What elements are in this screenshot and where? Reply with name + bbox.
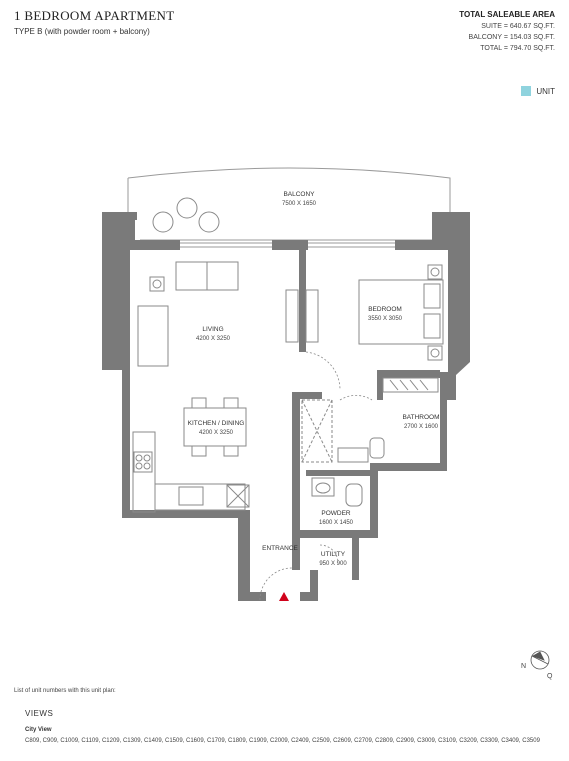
balcony-label: BALCONY: [283, 191, 315, 198]
bedroom-label: BEDROOM: [368, 306, 402, 313]
kitchen-label: KITCHEN / DINING: [188, 420, 245, 427]
powder-label: POWDER: [321, 510, 351, 517]
legend-swatch: [521, 86, 532, 96]
units-note: List of unit numbers with this unit plan…: [14, 688, 116, 694]
area-total: TOTAL = 794.70 SQ.FT.: [480, 45, 555, 52]
utility-label: UTILITY: [321, 551, 346, 558]
balcony-furniture: [152, 197, 220, 233]
compass-icon: [530, 650, 550, 670]
compass-n-label: N: [521, 663, 526, 670]
powder-dims: 1600 X 1450: [319, 520, 354, 526]
utility-dims: 950 X 900: [319, 561, 347, 567]
area-balcony: BALCONY = 154.03 SQ.FT.: [468, 34, 555, 41]
bedroom-furniture: [358, 264, 444, 393]
living-label: LIVING: [202, 326, 223, 333]
windows: [180, 242, 395, 248]
area-suite: SUITE = 640.67 SQ.FT.: [481, 23, 555, 30]
doors: [259, 351, 373, 601]
unit-number-list: C809, C909, C1009, C1109, C1209, C1309, …: [25, 738, 540, 744]
plan-title: 1 BEDROOM APARTMENT: [14, 8, 175, 23]
area-heading: TOTAL SALEABLE AREA: [459, 10, 555, 19]
balcony-outline: [127, 167, 451, 225]
balcony-dims: 7500 X 1650: [282, 201, 317, 207]
bathroom-dims: 2700 X 1600: [404, 424, 439, 430]
entrance-label: ENTRANCE: [262, 545, 298, 552]
walls: [102, 212, 470, 601]
kitchen-dims: 4200 X 3250: [199, 430, 234, 436]
bedroom-dims: 3550 X 3050: [368, 316, 403, 322]
view-name: City View: [25, 727, 52, 733]
living-furniture: [132, 261, 319, 513]
bathroom-fixtures: [301, 399, 385, 507]
views-heading: VIEWS: [25, 709, 54, 718]
plan-subtitle: TYPE B (with powder room + balcony): [14, 27, 150, 36]
living-dims: 4200 X 3250: [196, 336, 231, 342]
entry-marker: [279, 592, 289, 601]
compass-q-label: Q: [547, 673, 553, 680]
bathroom-label: BATHROOM: [402, 414, 439, 421]
legend: UNIT: [521, 86, 555, 96]
legend-label: UNIT: [536, 86, 555, 96]
